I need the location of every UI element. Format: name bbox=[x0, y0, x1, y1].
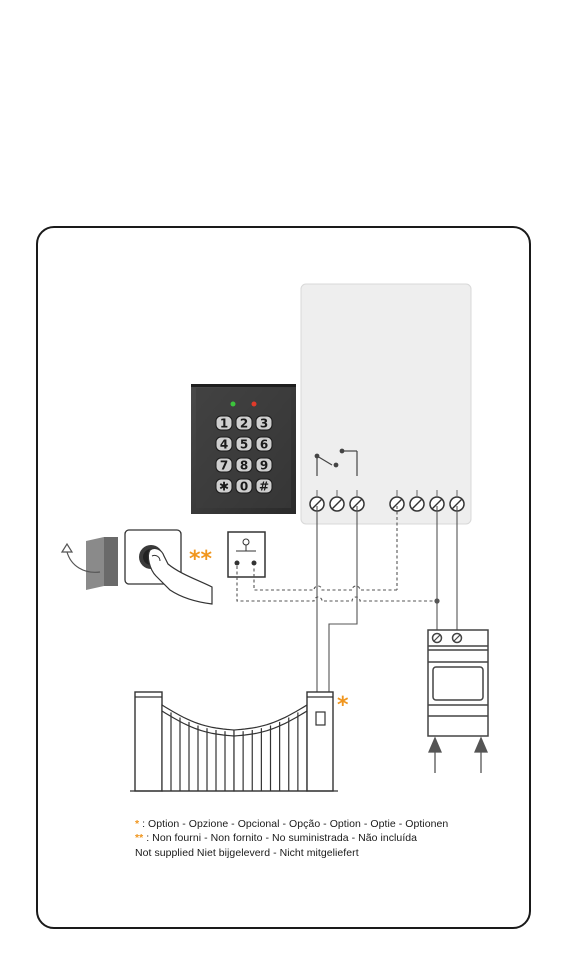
keypad-key-label: ✱ bbox=[219, 480, 229, 494]
legend-not-supplied-text: : Non fourni - Non fornito - No suminist… bbox=[143, 832, 417, 844]
keypad-key[interactable]: 1 bbox=[216, 416, 232, 431]
gate-motor bbox=[316, 712, 325, 725]
gate bbox=[130, 692, 338, 791]
legend-not-supplied-translations: Not supplied Niet bijgeleverd - Nicht mi… bbox=[135, 847, 359, 859]
optional-marker: * bbox=[337, 693, 349, 718]
wire-junction bbox=[434, 598, 439, 603]
keypad-key-label: 4 bbox=[220, 438, 228, 452]
keypad-key[interactable]: 4 bbox=[216, 437, 232, 452]
keypad-led-red bbox=[252, 402, 257, 407]
keypad-key[interactable]: 6 bbox=[256, 437, 272, 452]
keypad-key[interactable]: ✱ bbox=[216, 479, 232, 494]
keypad-key[interactable]: 9 bbox=[256, 458, 272, 473]
keypad-key-label: 6 bbox=[260, 438, 268, 452]
keypad-key-label: # bbox=[259, 480, 269, 494]
legend-optional: * : Option - Opzione - Opcional - Opção … bbox=[135, 818, 448, 830]
door-icon bbox=[62, 537, 118, 590]
keypad-key-label: 3 bbox=[260, 417, 268, 431]
not-supplied-marker: ** bbox=[189, 547, 213, 572]
keypad-key[interactable]: 7 bbox=[216, 458, 232, 473]
keypad-key[interactable]: # bbox=[256, 479, 272, 494]
keypad-key[interactable]: 8 bbox=[236, 458, 252, 473]
control-box bbox=[301, 284, 471, 524]
keypad-led-green bbox=[231, 402, 236, 407]
keypad-key[interactable]: 3 bbox=[256, 416, 272, 431]
keypad-key-label: 0 bbox=[240, 480, 248, 494]
gate-leaf bbox=[234, 705, 307, 791]
legend-not-supplied: ** : Non fourni - Non fornito - No sumin… bbox=[135, 832, 417, 844]
keypad-key-label: 9 bbox=[260, 459, 268, 473]
keypad-key-label: 7 bbox=[220, 459, 228, 473]
keypad-key[interactable]: 2 bbox=[236, 416, 252, 431]
keypad-key-label: 8 bbox=[240, 459, 248, 473]
keypad-key-label: 2 bbox=[240, 417, 248, 431]
legend-optional-text: : Option - Opzione - Opcional - Opção - … bbox=[139, 818, 448, 830]
keypad-key[interactable]: 5 bbox=[236, 437, 252, 452]
keypad-key-label: 1 bbox=[220, 417, 228, 431]
keypad-key-label: 5 bbox=[240, 438, 248, 452]
push-button-box bbox=[228, 532, 265, 577]
keypad-key[interactable]: 0 bbox=[236, 479, 252, 494]
mains-input-arrows bbox=[429, 738, 487, 773]
power-supply bbox=[428, 630, 488, 736]
gate-leaf bbox=[162, 705, 234, 791]
